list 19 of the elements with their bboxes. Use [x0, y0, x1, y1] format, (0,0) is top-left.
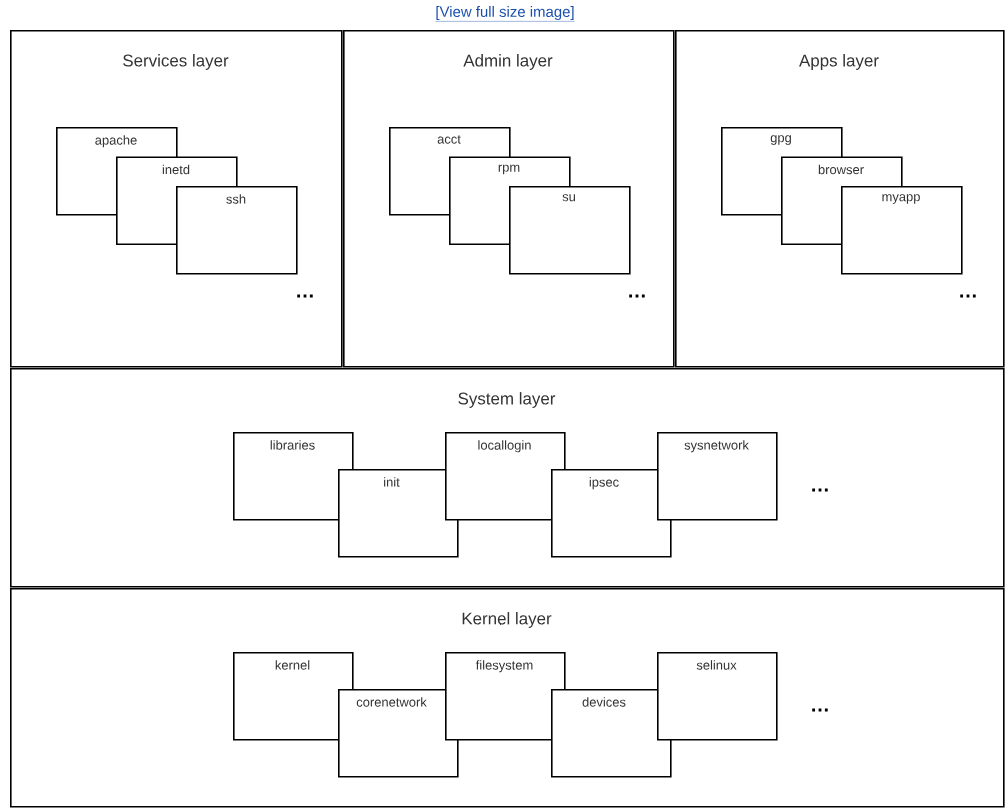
ellipsis: … — [297, 294, 313, 298]
module-box: kernel — [233, 652, 354, 741]
module-box: libraries — [233, 432, 354, 521]
module-box: ipsec — [551, 469, 672, 558]
module-box: devices — [551, 689, 672, 778]
module-box: corenetwork — [338, 689, 459, 778]
module-box: selinux — [657, 652, 778, 741]
module-box: su — [509, 186, 631, 275]
link: [View full size image] — [435, 6, 575, 22]
ellipsis: … — [629, 294, 645, 298]
module-box: filesystem — [445, 652, 566, 741]
module-box: sysnetwork — [657, 432, 778, 521]
ellipsis: … — [812, 708, 828, 712]
ellipsis: … — [960, 294, 976, 298]
module-box: init — [338, 469, 459, 558]
module-box: myapp — [841, 186, 963, 275]
module-box: locallogin — [445, 432, 566, 521]
ellipsis: … — [812, 488, 828, 492]
module-box: ssh — [176, 186, 298, 275]
